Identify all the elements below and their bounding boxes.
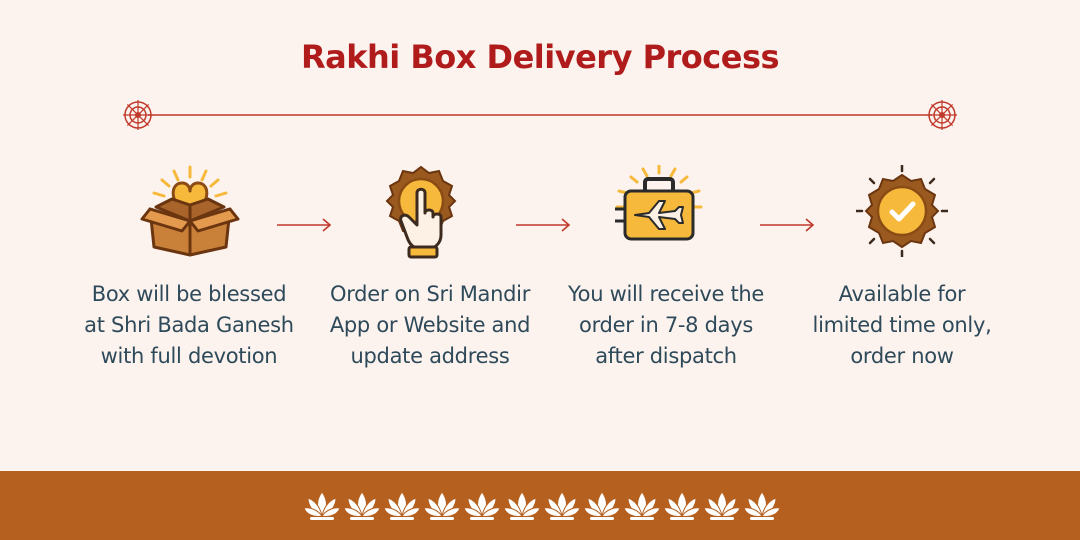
check-badge-icon [856, 165, 948, 257]
caption-line: App or Website and [329, 313, 531, 337]
caption-line: Box will be blessed [91, 282, 287, 306]
lotus-border [303, 491, 780, 520]
step-1-caption: Box will be blessed at Shri Bada Ganesh … [69, 279, 309, 372]
flow-arrow [277, 218, 332, 232]
flow-arrow [760, 218, 815, 232]
mandala-left-icon [123, 100, 153, 130]
airplane-luggage-icon [615, 165, 703, 241]
step-3-caption: You will receive the order in 7-8 days a… [546, 279, 786, 372]
lotus-icon [543, 491, 581, 520]
lotus-icon [743, 491, 780, 520]
caption-line: after dispatch [595, 344, 737, 368]
lotus-icon [343, 491, 381, 520]
lotus-icon [423, 491, 461, 520]
lotus-icon [303, 491, 341, 520]
caption-line: with full devotion [100, 344, 278, 368]
caption-line: update address [350, 344, 510, 368]
footer-band [0, 471, 1080, 540]
open-box-heart-icon [140, 165, 240, 257]
step-2-caption: Order on Sri Mandir App or Website and u… [310, 279, 550, 372]
caption-line: Order on Sri Mandir [329, 282, 531, 306]
lotus-icon [383, 491, 421, 520]
mandala-right-icon [927, 100, 957, 130]
page-title: Rakhi Box Delivery Process [300, 38, 780, 76]
caption-line: Available for [838, 282, 966, 306]
caption-line: order in 7-8 days [579, 313, 753, 337]
caption-line: You will receive the [567, 282, 765, 306]
lotus-icon [583, 491, 621, 520]
lotus-icon [663, 491, 701, 520]
lotus-icon [623, 491, 661, 520]
tap-hand-icon [385, 165, 457, 259]
caption-line: limited time only, [812, 313, 992, 337]
lotus-icon [503, 491, 541, 520]
caption-line: order now [850, 344, 954, 368]
decorative-divider [123, 100, 957, 130]
lotus-icon [703, 491, 741, 520]
lotus-icon [463, 491, 501, 520]
step-4-caption: Available for limited time only, order n… [782, 279, 1022, 372]
flow-arrow [516, 218, 571, 232]
caption-line: at Shri Bada Ganesh [84, 313, 294, 337]
